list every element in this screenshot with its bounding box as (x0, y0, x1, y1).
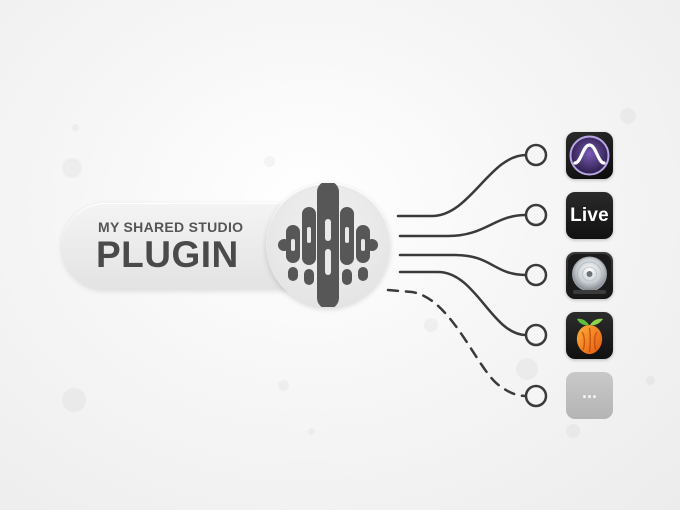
connector-node (524, 384, 548, 408)
connector-line-fl-studio (398, 270, 528, 337)
plugin-subtitle: MY SHARED STUDIO (98, 219, 244, 235)
connector-line-logic (398, 253, 528, 277)
connector-line-pro-tools (396, 153, 528, 218)
connector-node (524, 143, 548, 167)
ableton-live-icon: Live (566, 192, 613, 239)
connector-node (524, 323, 548, 347)
live-label: Live (570, 204, 609, 226)
plugin-title: PLUGIN (96, 234, 239, 275)
logic-pro-icon (566, 252, 613, 299)
plugin-logo (266, 181, 390, 309)
plugin-logo-icon (278, 181, 378, 309)
pro-tools-icon (566, 132, 613, 179)
connector-line-live (398, 213, 528, 238)
more-label: ... (581, 382, 597, 402)
connector-line-more (386, 288, 528, 398)
more-icon: ... (566, 372, 613, 419)
fl-studio-icon (566, 312, 613, 359)
connector-node (524, 263, 548, 287)
connector-node (524, 203, 548, 227)
